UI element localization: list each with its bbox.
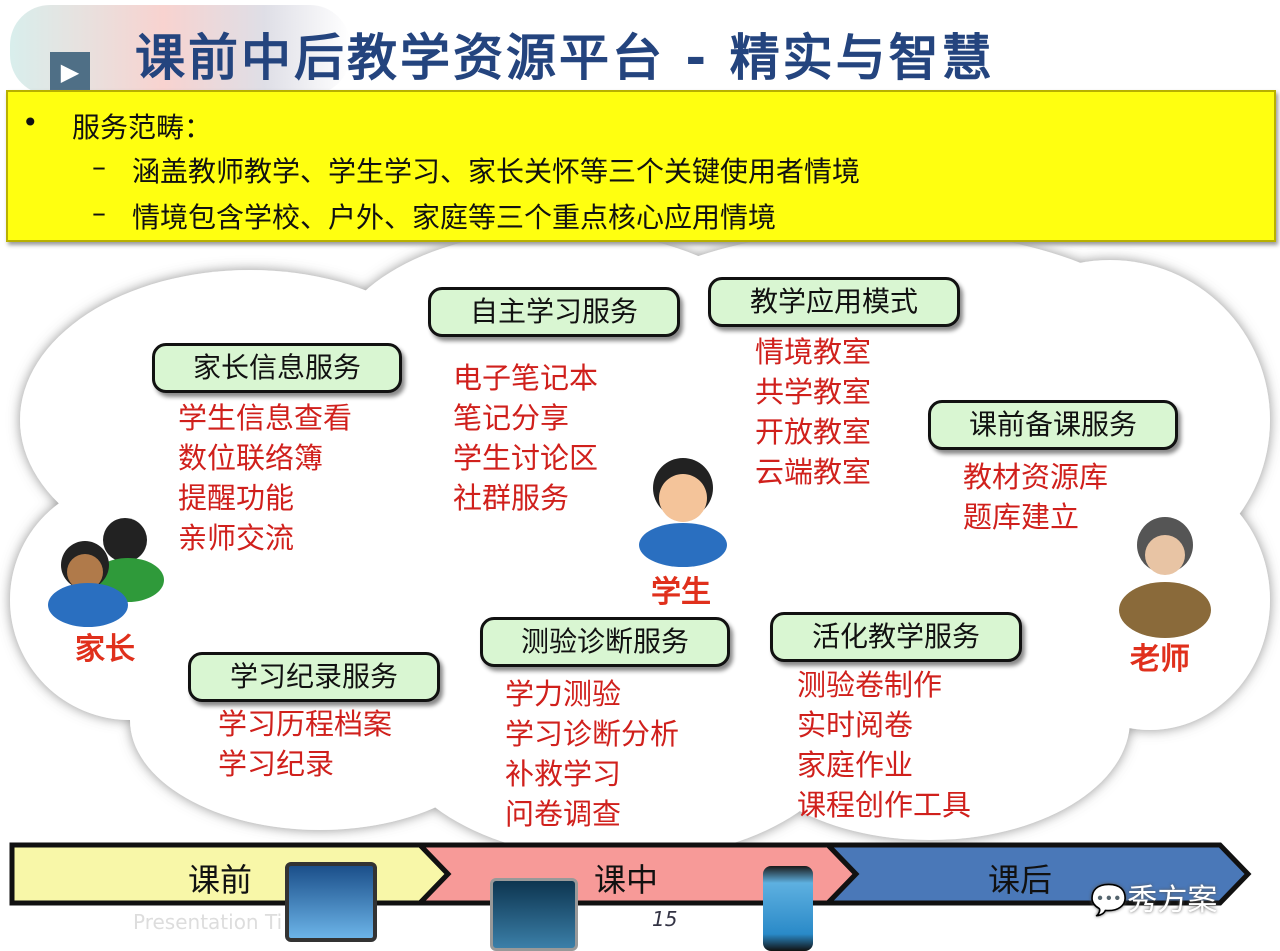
- summary-item: 情境包含学校、户外、家庭等三个重点核心应用情境: [132, 201, 777, 234]
- service-self-learning-list: 电子笔记本 笔记分享 学生讨论区 社群服务: [453, 358, 598, 518]
- service-self-learning: 自主学习服务: [428, 287, 680, 337]
- dash-icon: –: [92, 196, 106, 229]
- list-item: 测验卷制作: [797, 668, 943, 702]
- teacher-icon: [1119, 517, 1211, 638]
- list-item: 实时阅卷: [797, 708, 914, 742]
- summary-heading: 服务范畴：: [72, 111, 213, 144]
- list-item: 共学教室: [755, 375, 872, 409]
- role-teacher: 老师: [1130, 642, 1190, 677]
- stage-after-arrow: [822, 842, 1252, 906]
- service-lesson-prep: 课前备课服务: [928, 400, 1178, 450]
- service-active-teaching-list: 测验卷制作 实时阅卷 家庭作业 课程创作工具: [797, 665, 971, 825]
- wechat-icon: 💬: [1090, 883, 1128, 918]
- stage-before-label: 课前: [188, 861, 253, 899]
- list-item: 开放教室: [755, 415, 872, 449]
- list-item: 教材资源库: [963, 460, 1109, 494]
- student-icon: [639, 458, 727, 567]
- service-active-teaching: 活化教学服务: [770, 612, 1022, 662]
- service-learning-record-list: 学习历程档案 学习纪录: [218, 704, 392, 784]
- smartphone-icon: [763, 866, 813, 951]
- summary-box: • 服务范畴： – 涵盖教师教学、学生学习、家长关怀等三个关键使用者情境 – 情…: [6, 90, 1276, 242]
- list-item: 数位联络簿: [178, 441, 324, 475]
- list-item: 学习历程档案: [218, 707, 393, 741]
- service-teaching-mode: 教学应用模式: [708, 277, 960, 327]
- watermark-text: 秀方案: [1127, 883, 1218, 918]
- parent-icon: [48, 518, 164, 627]
- summary-item: 涵盖教师教学、学生学习、家长关怀等三个关键使用者情境: [132, 155, 861, 188]
- role-parent: 家长: [75, 632, 135, 667]
- list-item: 家庭作业: [797, 748, 914, 782]
- list-item: 社群服务: [453, 481, 570, 515]
- service-parent-info-list: 学生信息查看 数位联络簿 提醒功能 亲师交流: [178, 398, 352, 558]
- service-test-diagnosis: 测验诊断服务: [480, 617, 730, 667]
- presentation-footer: Presentation Ti: [133, 910, 283, 934]
- stage-during-label: 课中: [594, 861, 659, 899]
- bullet-icon: •: [22, 106, 39, 139]
- service-parent-info: 家长信息服务: [152, 343, 402, 393]
- list-item: 亲师交流: [178, 521, 295, 555]
- list-item: 学生信息查看: [178, 401, 353, 435]
- list-item: 情境教室: [755, 335, 872, 369]
- list-item: 题库建立: [963, 500, 1080, 534]
- tablet-icon: [490, 878, 578, 951]
- desktop-monitor-icon: [285, 862, 377, 942]
- list-item: 提醒功能: [178, 481, 295, 515]
- stage-after-label: 课后: [988, 861, 1053, 899]
- service-lesson-prep-list: 教材资源库 题库建立: [963, 457, 1108, 537]
- list-item: 学生讨论区: [453, 441, 599, 475]
- play-icon[interactable]: ▶: [50, 52, 90, 92]
- list-item: 课程创作工具: [797, 788, 972, 822]
- list-item: 电子笔记本: [453, 361, 599, 395]
- list-item: 学习诊断分析: [505, 717, 680, 751]
- slide-title: 课前中后教学资源平台 - 精实与智慧: [135, 29, 995, 87]
- service-test-diagnosis-list: 学力测验 学习诊断分析 补救学习 问卷调查: [505, 674, 679, 834]
- list-item: 云端教室: [755, 455, 872, 489]
- page-number: 15: [652, 907, 678, 931]
- service-learning-record: 学习纪录服务: [188, 652, 440, 702]
- list-item: 笔记分享: [453, 401, 570, 435]
- list-item: 补救学习: [505, 757, 622, 791]
- service-teaching-mode-list: 情境教室 共学教室 开放教室 云端教室: [755, 332, 871, 492]
- list-item: 学习纪录: [218, 747, 335, 781]
- list-item: 问卷调查: [505, 797, 622, 831]
- list-item: 学力测验: [505, 677, 622, 711]
- dash-icon: –: [92, 150, 106, 183]
- watermark: 💬秀方案: [1090, 875, 1217, 919]
- role-student: 学生: [651, 575, 711, 610]
